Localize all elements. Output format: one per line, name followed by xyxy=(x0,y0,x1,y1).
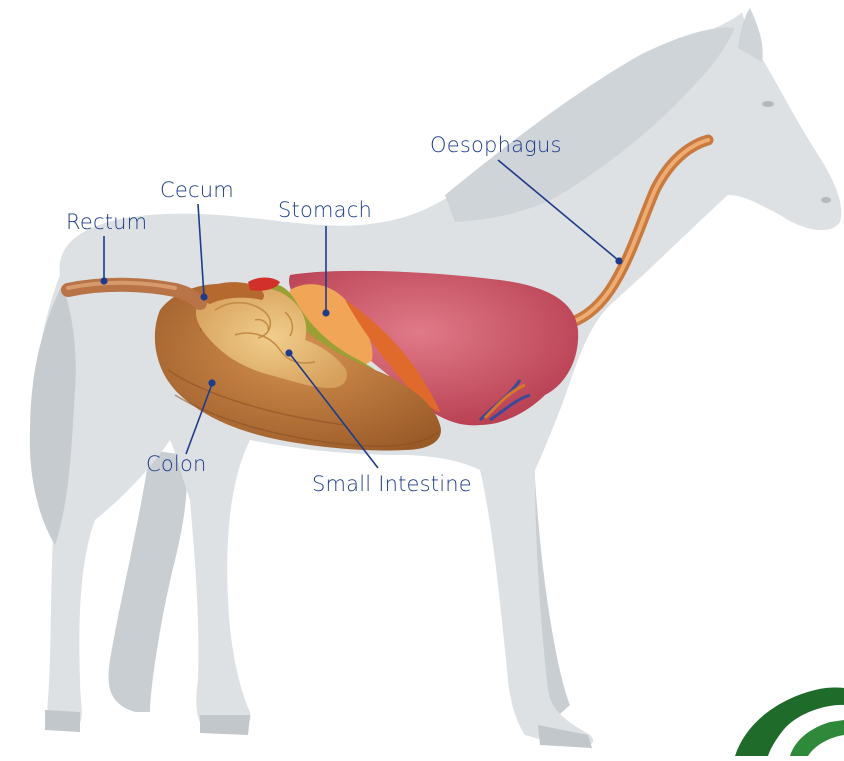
logo-swoosh-inner xyxy=(790,720,844,756)
corner-logo xyxy=(735,688,844,757)
horse-eye xyxy=(762,101,774,107)
horse-nostril xyxy=(821,197,831,203)
leader-dot-small-intestine xyxy=(286,350,292,356)
leader-dot-colon xyxy=(209,380,215,386)
label-small-intestine: Small Intestine xyxy=(312,472,472,496)
label-rectum: Rectum xyxy=(66,210,147,234)
leader-dot-stomach xyxy=(323,310,329,316)
leader-dot-rectum xyxy=(101,278,107,284)
label-colon: Colon xyxy=(146,452,207,476)
label-oesophagus: Oesophagus xyxy=(430,133,562,157)
leader-dot-cecum xyxy=(201,294,207,300)
leader-dot-oesophagus xyxy=(616,258,622,264)
label-stomach: Stomach xyxy=(278,198,372,222)
horse-hoof-hind-2 xyxy=(200,715,250,735)
horse-hoof-hind xyxy=(45,710,80,732)
label-cecum: Cecum xyxy=(160,178,234,202)
logo-swoosh xyxy=(735,688,844,757)
